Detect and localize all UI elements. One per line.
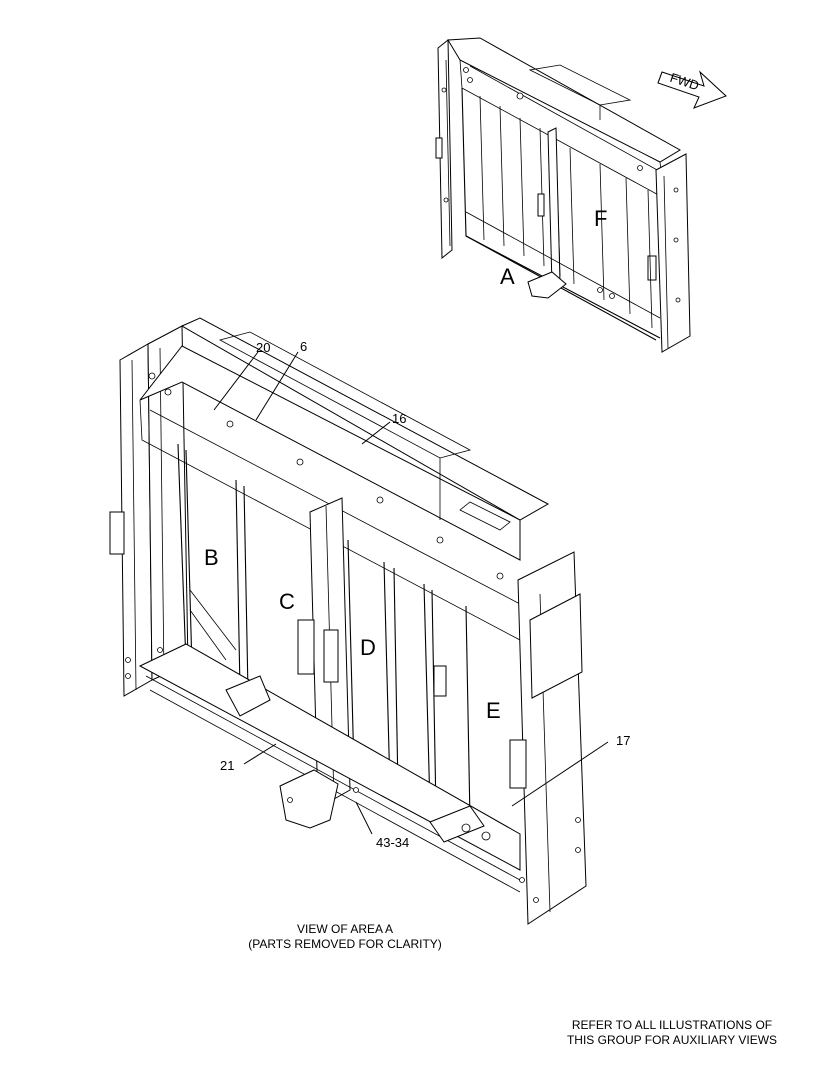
callout-20: 20 bbox=[256, 340, 270, 355]
fwd-arrow-icon: FWD bbox=[657, 70, 727, 109]
leader-line-20 bbox=[213, 351, 259, 411]
callout-6: 6 bbox=[300, 339, 307, 354]
leader-line-16 bbox=[361, 421, 391, 445]
footer-note-line2: THIS GROUP FOR AUXILIARY VIEWS bbox=[566, 1033, 778, 1047]
callout-17: 17 bbox=[616, 733, 630, 748]
view-caption-line1: VIEW OF AREA A bbox=[296, 922, 394, 936]
leader-line-21 bbox=[243, 743, 277, 765]
zone-label-f: F bbox=[594, 206, 607, 231]
footer-note-line1: REFER TO ALL ILLUSTRATIONS OF bbox=[571, 1018, 773, 1032]
footer-note: REFER TO ALL ILLUSTRATIONS OF THIS GROUP… bbox=[540, 1018, 804, 1048]
leader-line-6 bbox=[255, 351, 299, 421]
zone-label-c: C bbox=[279, 589, 295, 614]
leader-line-43-34 bbox=[355, 801, 373, 835]
zone-label-b: B bbox=[204, 545, 219, 570]
main-radiator-assembly bbox=[109, 317, 587, 925]
zone-label-e: E bbox=[486, 698, 501, 723]
callout-21: 21 bbox=[220, 758, 234, 773]
callout-43-34: 43-34 bbox=[376, 835, 409, 850]
view-caption: VIEW OF AREA A (PARTS REMOVED FOR CLARIT… bbox=[200, 922, 490, 952]
zone-label-a: A bbox=[500, 264, 515, 289]
upper-radiator-assembly bbox=[435, 37, 691, 353]
view-caption-line2: (PARTS REMOVED FOR CLARITY) bbox=[248, 937, 442, 951]
leader-line-17 bbox=[511, 741, 609, 807]
callout-16: 16 bbox=[392, 411, 406, 426]
zone-label-d: D bbox=[360, 635, 376, 660]
